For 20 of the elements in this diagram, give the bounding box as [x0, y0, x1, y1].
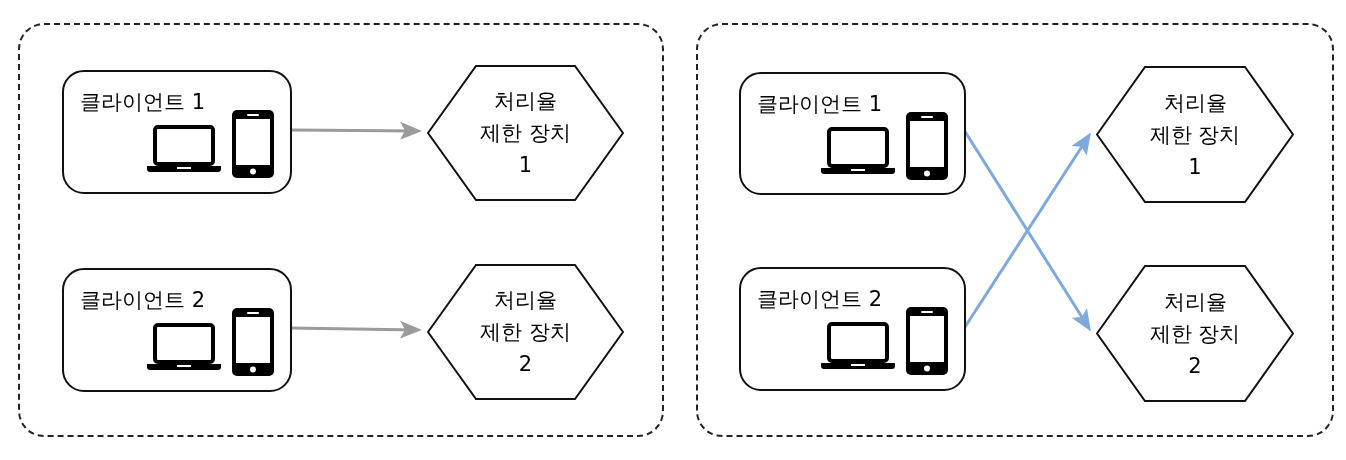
- client-box: [62, 268, 292, 392]
- node-label: 처리율 제한 장치 1: [1148, 89, 1242, 181]
- client-box: [62, 70, 292, 194]
- hexagon-node: [427, 65, 624, 201]
- arrow: [290, 320, 422, 339]
- node-label: 클라이언트 2: [80, 287, 206, 314]
- node-label: 처리율 제한 장치 2: [479, 287, 572, 378]
- dashed-group-box: [18, 23, 664, 437]
- node-label: 클라이언트 2: [757, 286, 883, 313]
- hexagon-node: [1096, 265, 1294, 402]
- arrow: [291, 121, 422, 140]
- node-label: 클라이언트 1: [80, 89, 206, 116]
- hexagon-node: [1096, 66, 1294, 203]
- client-box: [739, 267, 966, 391]
- node-label: 처리율 제한 장치 2: [1148, 288, 1242, 380]
- client-box: [739, 72, 966, 195]
- node-label: 클라이언트 1: [757, 91, 883, 118]
- hexagon-node: [427, 264, 624, 400]
- dashed-group-box: [696, 23, 1334, 437]
- node-label: 처리율 제한 장치 1: [479, 88, 572, 179]
